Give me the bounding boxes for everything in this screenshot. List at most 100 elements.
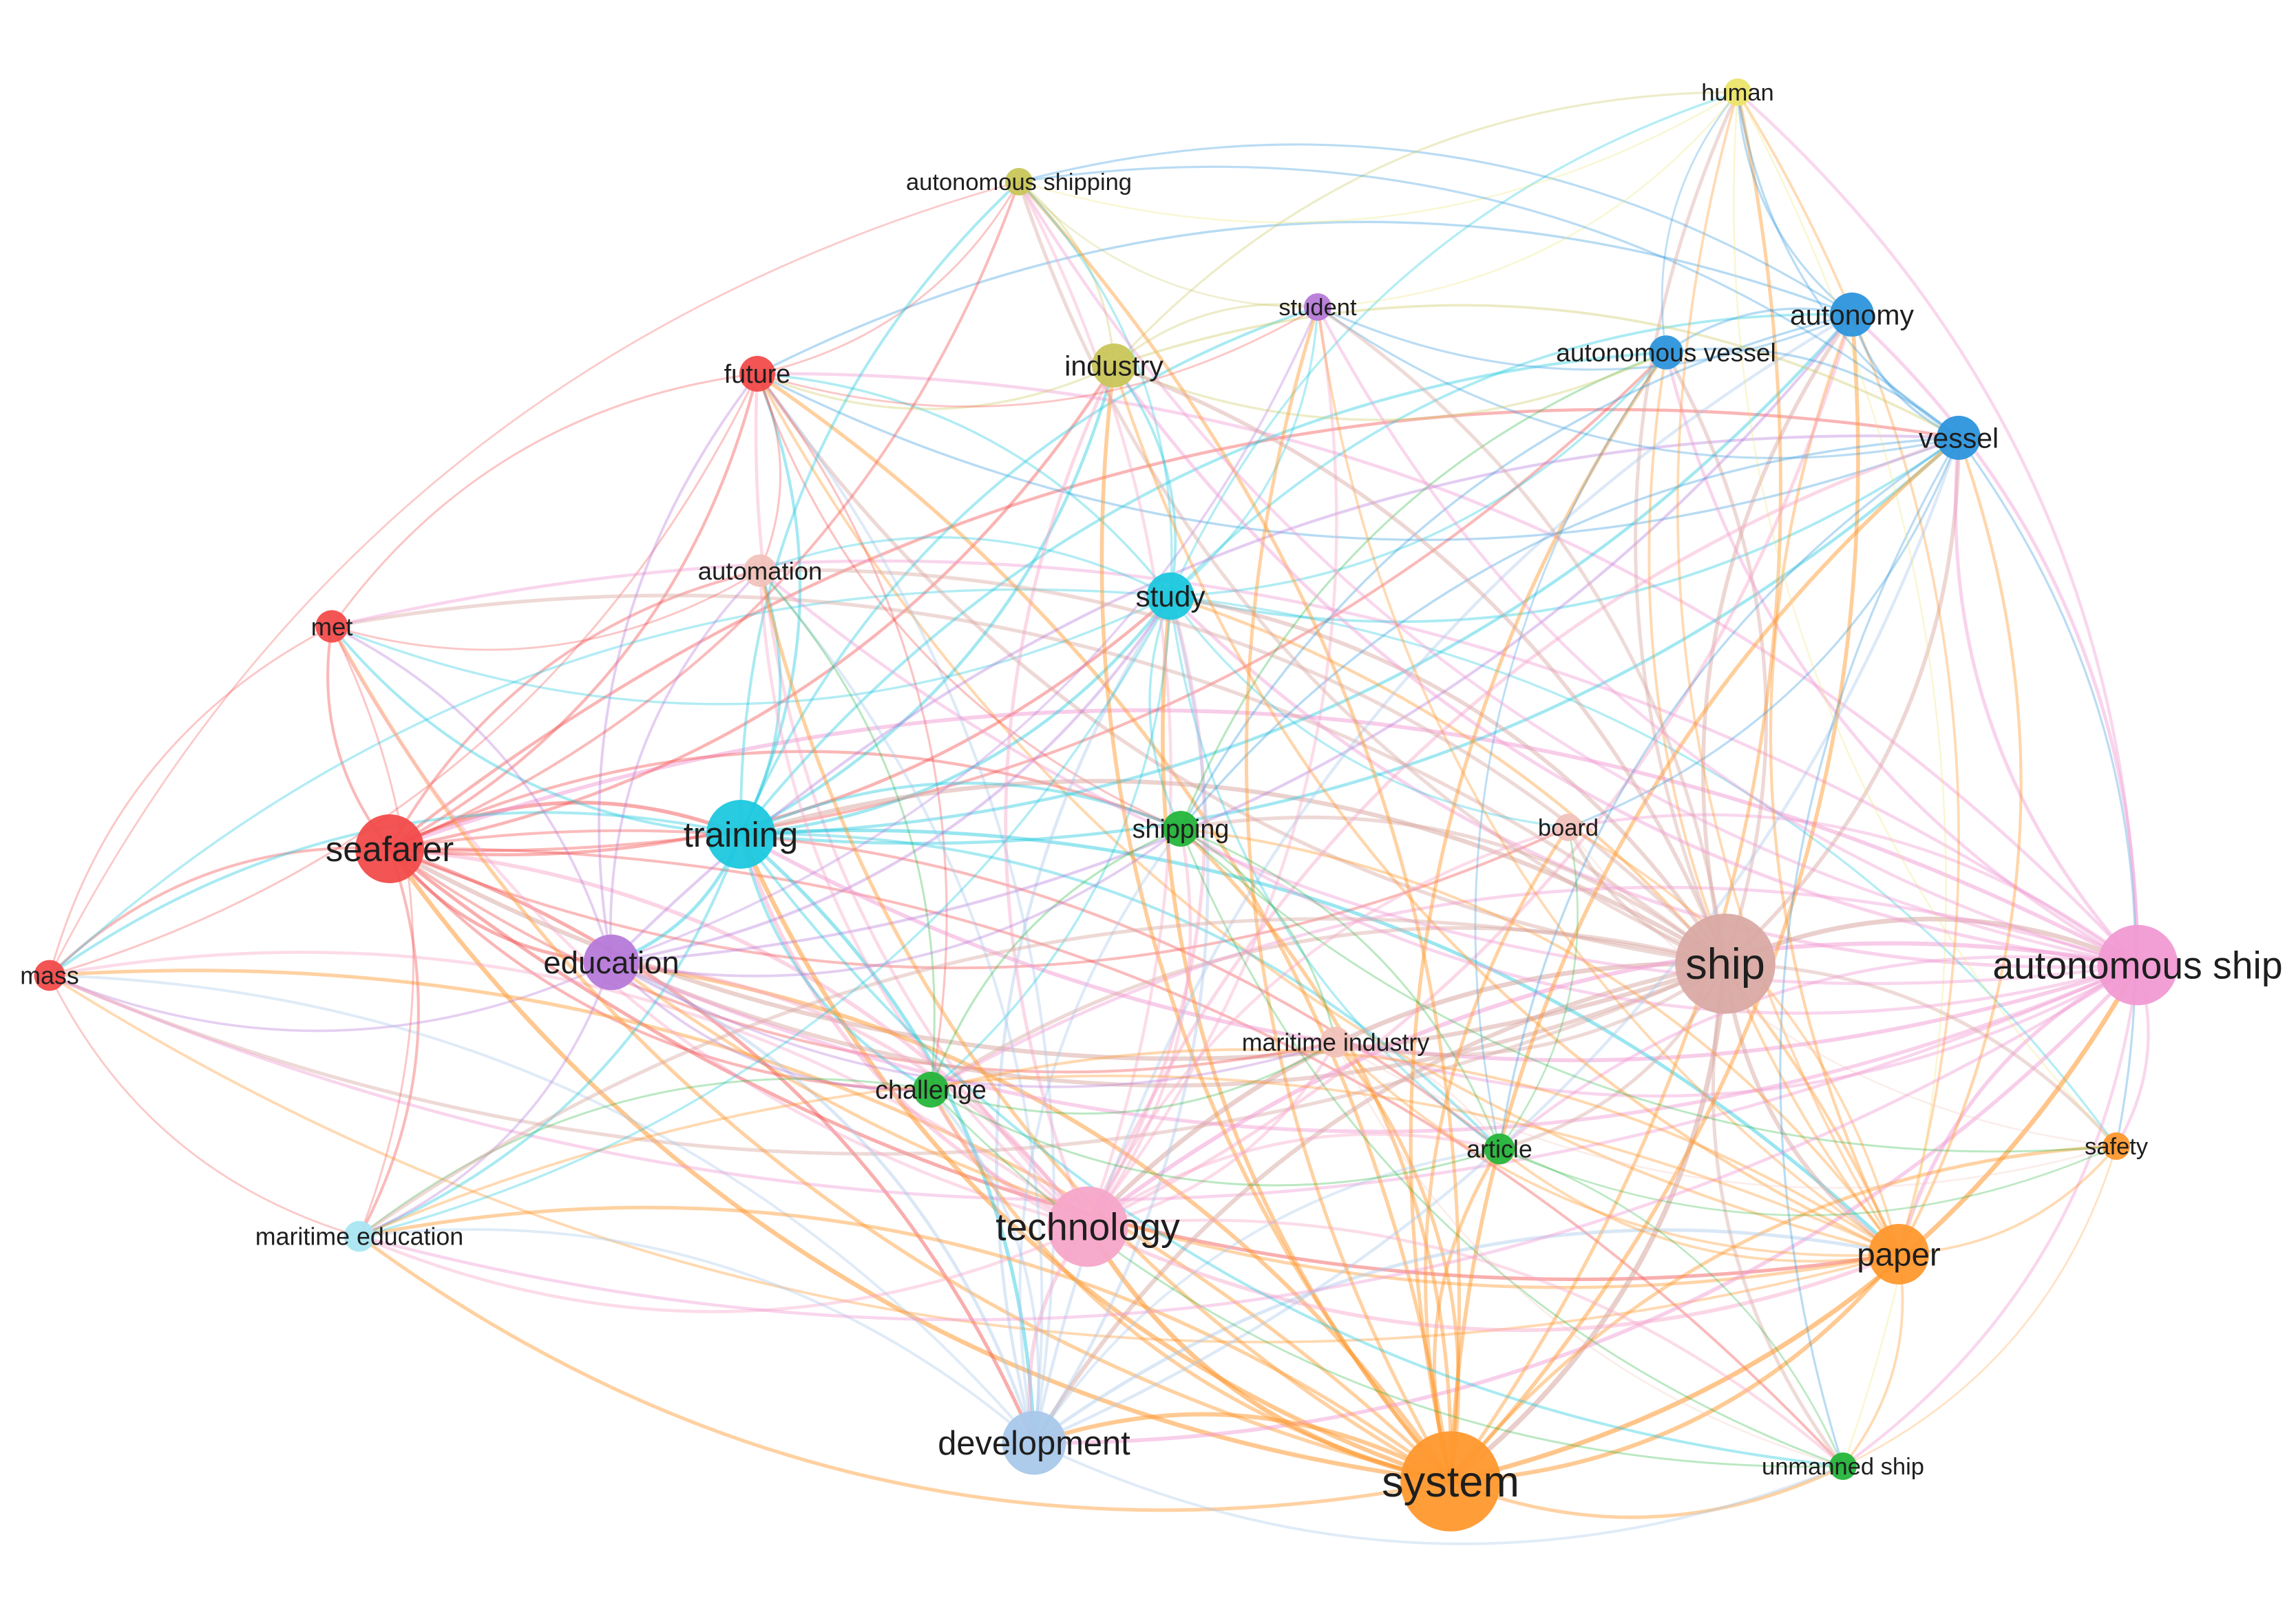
- edge-autonomous-ship-challenge: [929, 885, 2138, 1091]
- edge-automation-education: [609, 569, 761, 963]
- edge-training-industry: [739, 365, 1116, 836]
- label-unmanned-ship: unmanned ship: [1762, 1454, 1924, 1480]
- edge-development-maritime-education: [359, 1228, 1035, 1444]
- edge-mass-development: [49, 974, 1035, 1444]
- edge-autonomous-ship-development: [1033, 964, 2140, 1445]
- node-shipping[interactable]: [1163, 811, 1199, 847]
- edge-board-article: [1498, 827, 1579, 1150]
- edge-challenge-paper: [930, 1048, 1900, 1256]
- label-automation: automation: [698, 557, 823, 585]
- edge-study-student: [1169, 306, 1319, 597]
- edge-mass-future: [49, 373, 759, 977]
- edge-seafarer-future: [388, 373, 759, 850]
- edge-technology-autonomous-shipping: [1018, 180, 1172, 1227]
- edge-study-paper: [1170, 594, 1901, 1255]
- edge-ship-technology: [1086, 961, 1726, 1229]
- label-autonomy: autonomy: [1790, 299, 1915, 330]
- label-education: education: [543, 945, 679, 980]
- edge-autonomy-shipping: [1179, 313, 1853, 829]
- node-maritime-education[interactable]: [344, 1220, 375, 1252]
- label-autonomous-vessel: autonomous vessel: [1556, 338, 1776, 367]
- node-unmanned-ship[interactable]: [1829, 1452, 1857, 1480]
- edge-autonomous-shipping-training: [739, 180, 1020, 835]
- node-vessel[interactable]: [1937, 416, 1981, 460]
- edge-article-unmanned-ship: [1499, 1147, 1844, 1467]
- node-technology[interactable]: [1047, 1186, 1128, 1267]
- node-future[interactable]: [739, 356, 775, 392]
- node-development[interactable]: [1002, 1410, 1066, 1475]
- node-safety[interactable]: [2103, 1132, 2130, 1160]
- edge-training-student: [739, 306, 1318, 835]
- node-training[interactable]: [706, 800, 775, 869]
- edge-human-student: [1317, 92, 1739, 308]
- label-technology: technology: [996, 1205, 1180, 1248]
- edge-board-technology: [1086, 825, 1569, 1227]
- edge-paper-safety: [1898, 1145, 2118, 1256]
- node-education[interactable]: [583, 934, 640, 991]
- edge-study-article: [1169, 595, 1500, 1150]
- label-safety: safety: [2085, 1134, 2149, 1160]
- node-board[interactable]: [1555, 814, 1582, 841]
- node-autonomous-vessel[interactable]: [1649, 335, 1683, 370]
- node-student[interactable]: [1304, 293, 1331, 321]
- edge-seafarer-vessel: [388, 408, 1959, 850]
- edge-future-autonomous-ship: [757, 372, 2139, 966]
- edge-human-paper: [1676, 92, 1900, 1255]
- node-article[interactable]: [1484, 1133, 1515, 1165]
- edge-education-development: [611, 960, 1036, 1443]
- edge-safety-unmanned-ship: [1842, 1145, 2118, 1468]
- edge-met-education: [331, 625, 613, 963]
- node-seafarer[interactable]: [355, 814, 424, 883]
- edge-autonomous-shipping-study: [1018, 180, 1173, 597]
- edge-shipping-article: [1180, 827, 1501, 1150]
- edge-shipping-maritime-industry: [1180, 827, 1337, 1043]
- edge-study-autonomy: [1169, 313, 1853, 597]
- edge-vessel-autonomous-vessel: [1665, 348, 1960, 439]
- edge-vessel-student: [1317, 306, 1959, 459]
- edge-training-shipping: [740, 781, 1181, 836]
- edge-autonomous-ship-paper: [1897, 963, 2139, 1255]
- edge-automation-system: [758, 570, 1452, 1483]
- edge-autonomous-shipping-future: [757, 181, 1020, 375]
- edge-challenge-unmanned-ship: [929, 1088, 1844, 1468]
- edge-seafarer-mass: [48, 846, 390, 977]
- edge-autonomous-shipping-autonomous-ship: [1018, 180, 2138, 967]
- node-autonomous-shipping[interactable]: [1005, 168, 1033, 195]
- edge-shipping-education: [611, 827, 1182, 977]
- edge-autonomous-ship-human: [1736, 91, 2140, 966]
- node-mass[interactable]: [34, 960, 65, 991]
- edge-future-automation: [756, 373, 781, 571]
- node-system[interactable]: [1400, 1431, 1501, 1532]
- label-industry: industry: [1064, 350, 1163, 381]
- edge-study-safety: [1170, 595, 2118, 1147]
- edge-technology-article: [1086, 1132, 1500, 1228]
- edge-future-education: [598, 372, 759, 963]
- edge-automation-ship: [759, 568, 1727, 965]
- node-human[interactable]: [1724, 78, 1751, 106]
- node-autonomy[interactable]: [1830, 293, 1874, 337]
- edge-autonomous-ship-board: [1568, 813, 2139, 966]
- edge-seafarer-board: [389, 826, 1569, 970]
- node-industry[interactable]: [1092, 343, 1136, 388]
- edge-study-autonomous-ship: [1169, 595, 2138, 969]
- node-study[interactable]: [1146, 572, 1194, 620]
- node-maritime-industry[interactable]: [1320, 1026, 1351, 1058]
- label-maritime-education: maritime education: [255, 1223, 463, 1251]
- edge-automation-study: [759, 536, 1171, 597]
- edge-ship-development: [1032, 961, 1726, 1444]
- edge-article-safety: [1499, 1145, 2117, 1216]
- node-paper[interactable]: [1868, 1224, 1929, 1284]
- node-automation[interactable]: [744, 554, 777, 587]
- edge-autonomous-vessel-industry: [1113, 351, 1667, 421]
- node-challenge[interactable]: [913, 1072, 949, 1108]
- edge-challenge-maritime-education: [359, 1077, 931, 1238]
- edge-development-study: [1033, 595, 1210, 1444]
- edge-autonomous-ship-maritime-industry: [1335, 964, 2139, 1098]
- edge-unmanned-ship-technology: [1087, 1218, 1844, 1468]
- node-autonomous-ship[interactable]: [2097, 924, 2178, 1006]
- edge-automation-autonomous-ship: [759, 569, 2138, 986]
- node-met[interactable]: [315, 610, 348, 643]
- node-ship[interactable]: [1675, 913, 1776, 1014]
- edge-unmanned-ship-training: [739, 833, 1844, 1468]
- edge-autonomous-shipping-system: [1018, 180, 1461, 1482]
